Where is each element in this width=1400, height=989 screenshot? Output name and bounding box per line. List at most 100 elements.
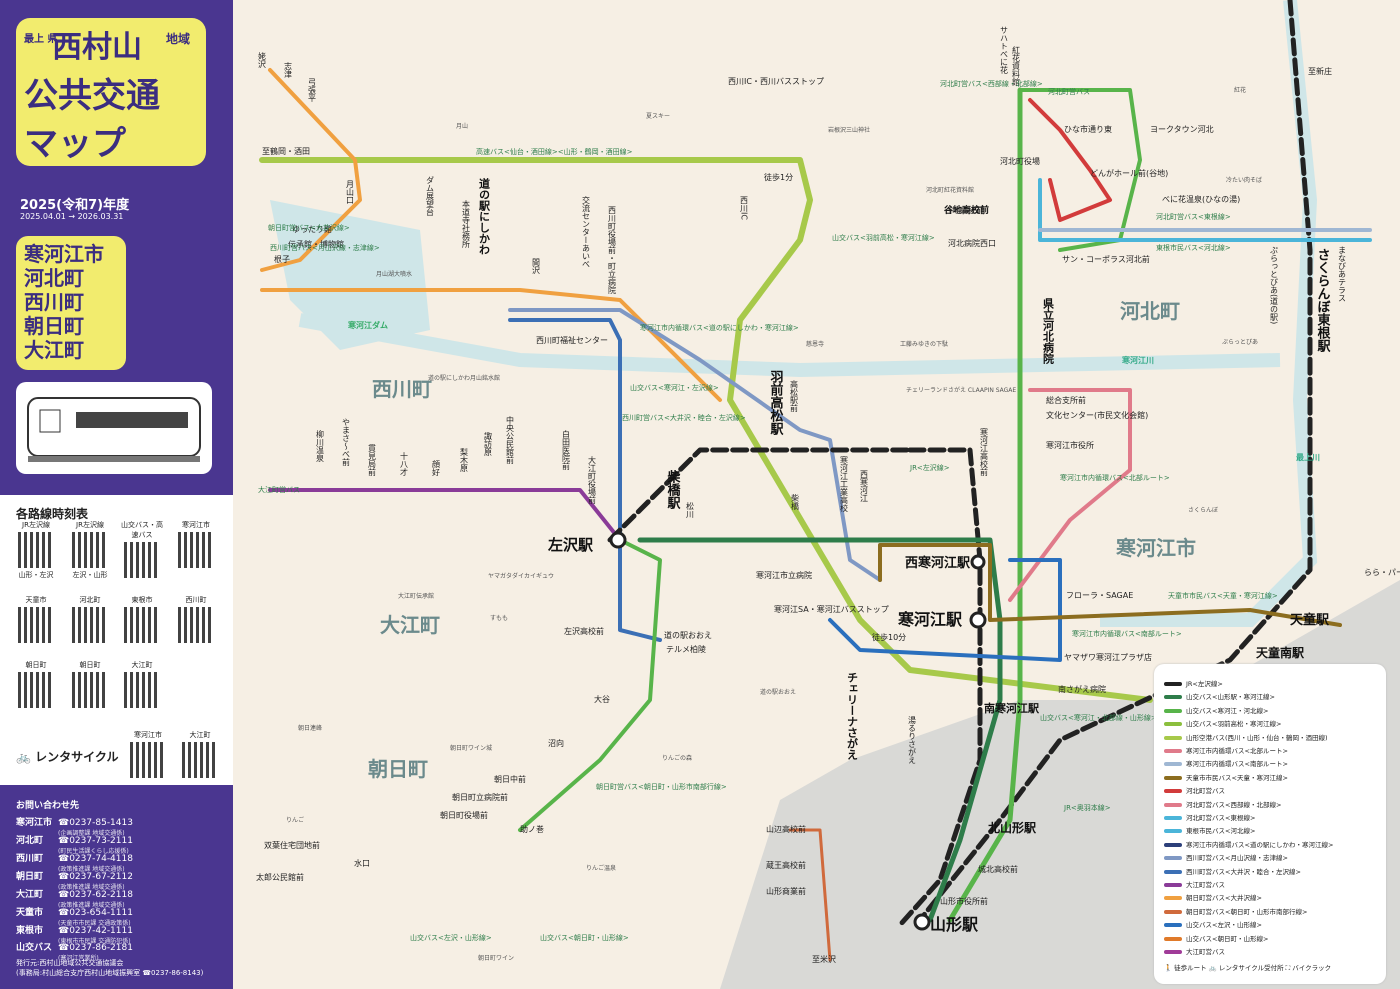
qr-jr-aterazawa-1[interactable]: JR左沢線山形・左沢	[12, 520, 60, 580]
legend-label: 朝日町営バス<大井沢線>	[1186, 894, 1262, 903]
contact-tel[interactable]: ☎0237-86-2181	[58, 943, 133, 953]
title-card: 最上 県 西村山 地域 公共交通 マップ	[16, 18, 206, 166]
qr-label: 大江町	[189, 731, 211, 739]
contact-row: 大江町☎0237-62-2118(政策推進課 地域交通係)	[16, 887, 133, 909]
station-tendo[interactable]: 天童駅	[1290, 612, 1330, 628]
landmark-label: 道の駅おおえ	[760, 688, 796, 696]
qr-rental-oe[interactable]: 大江町	[176, 730, 224, 780]
legend-swatch	[1164, 869, 1182, 874]
kahoku-loop-line	[1018, 88, 1142, 252]
landmark-label: 工藤みゆきの下駄	[900, 340, 948, 348]
bus-stop-label: 貫見局前	[368, 444, 377, 477]
contact-town: 天童市	[16, 908, 44, 918]
qr-tendo[interactable]: 天童市	[12, 595, 60, 645]
station-tendominami[interactable]: 天童南駅	[1256, 645, 1305, 660]
station-minamisagae[interactable]: 南寒河江駅	[984, 701, 1039, 715]
contact-tel[interactable]: ☎0237-62-2118	[58, 890, 133, 900]
route-label: 山交バス<左沢・山形線>	[410, 933, 492, 942]
qr-kahoku[interactable]: 河北町	[66, 595, 114, 645]
area-kahoku: 河北町	[1120, 299, 1180, 323]
contact-sub: (東根市市民課 交通防犯係)	[58, 938, 131, 945]
station-marker[interactable]	[970, 554, 986, 570]
major-stations[interactable]: 左沢駅 柴橋駅 羽前高松駅 西寒河江駅 寒河江駅 南寒河江駅 チェリーナさがえ …	[478, 177, 1332, 934]
title-prefix: 最上 県	[24, 34, 58, 45]
bus-stop-label: ひな市通り東	[1064, 124, 1112, 134]
legend-row: 山交バス<山形駅・寒河江線>	[1164, 691, 1275, 701]
stop-michinoeki[interactable]: 道の駅にしかわ	[478, 177, 492, 255]
contact-tel[interactable]: ☎0237-74-4118	[58, 854, 133, 864]
legend-row: 寒河江市内循環バス<南部ルート>	[1164, 758, 1288, 768]
qr-jr-aterazawa-2[interactable]: JR左沢線左沢・山形	[66, 520, 114, 580]
station-marker[interactable]	[969, 611, 987, 629]
qr-oe[interactable]: 大江町	[118, 660, 166, 710]
route-label: 河北町営バス<東根線>	[1156, 212, 1231, 221]
station-kitayamagata[interactable]: 北山形駅	[988, 820, 1037, 835]
qr-nishikawa[interactable]: 西川町	[172, 595, 220, 645]
contact-tel[interactable]: ☎023-654-1111	[58, 908, 133, 918]
qr-asahi-1[interactable]: 朝日町	[12, 660, 60, 710]
legend-row: 山交バス<朝日町・山形線>	[1164, 933, 1268, 943]
bus-stop-label: 大江町役場前	[588, 455, 597, 505]
legend-label: 西川町営バス<月山沢線・志津線>	[1186, 854, 1288, 863]
bus-stop-label: らら・パーク	[1364, 568, 1400, 577]
title-main: 西村山	[52, 30, 142, 65]
stop-tannichi[interactable]: 谷地高校前	[944, 204, 989, 216]
bus-stop-label: 水口	[354, 858, 370, 868]
contact-sub: (政策推進課 地域交通係)	[58, 866, 125, 873]
bus-stop-label: 寒河江高校前	[980, 427, 989, 477]
contact-town: 朝日町	[16, 872, 44, 882]
qr-label: 山交バス・高速バス	[121, 521, 163, 539]
sagae-river	[298, 313, 1281, 378]
landmark-label: りんご温泉	[586, 864, 616, 872]
yamako-sagae-yamagata-line	[637, 537, 1003, 923]
contact-sub: (政策推進課 地域交通係)	[58, 902, 125, 909]
station-sakuranbo[interactable]: さくらんぼ東根駅	[1315, 248, 1332, 353]
bus-stop-label: ヨークタウン河北	[1150, 124, 1214, 134]
qr-sagae[interactable]: 寒河江市	[172, 520, 220, 570]
station-cherryna[interactable]: チェリーナさがえ	[846, 672, 859, 760]
station-sagae[interactable]: 寒河江駅	[897, 610, 963, 629]
legend-label: 河北町営バス<西部線・北部線>	[1186, 800, 1282, 809]
route-label: 河北町営バス	[1048, 87, 1090, 96]
contact-tel[interactable]: ☎0237-85-1413	[58, 818, 133, 828]
bus-stop-label: 山形商業前	[766, 886, 806, 896]
landmark-label: ヤマガタダイカイギュウ	[488, 572, 554, 580]
station-shibahashi[interactable]: 柴橋駅	[665, 469, 682, 510]
station-hagurotakamatsu[interactable]: 羽前高松駅	[768, 370, 785, 436]
station-yamagata[interactable]: 山形駅	[930, 915, 979, 934]
bus-stop-label: 寒河江市立病院	[756, 570, 812, 580]
timetable-title: 各路線時刻表	[16, 507, 89, 521]
area-nishikawa: 西川町	[372, 377, 432, 401]
station-aterazawa[interactable]: 左沢駅	[547, 536, 594, 554]
landmark-label: すもも	[490, 615, 508, 622]
qr-asahi-2[interactable]: 朝日町	[66, 660, 114, 710]
town-kahoku: 河北町	[24, 266, 84, 290]
legend-footer-label: バイクラック	[1292, 964, 1332, 972]
legend-swatch	[1164, 909, 1182, 914]
contact-tel[interactable]: ☎0237-42-1111	[58, 926, 133, 936]
bus-stop-label: サハトべに花	[1000, 26, 1009, 75]
legend-row: 西川町営バス<大井沢・睦合・左沢線>	[1164, 866, 1301, 876]
legend-label: 寒河江市内循環バス<道の駅にしかわ・寒河江線>	[1186, 840, 1334, 849]
contact-tel[interactable]: ☎0237-73-2111	[58, 836, 133, 846]
train-illustration	[16, 382, 212, 474]
contact-row: 西川町☎0237-74-4118(政策推進課 地域交通係)	[16, 851, 133, 873]
stop-kahokuhosp[interactable]: 県立河北病院	[1042, 298, 1055, 365]
legend-footer-label: 徒歩ルート	[1174, 964, 1209, 972]
station-marker[interactable]	[913, 913, 931, 931]
landmark-labels: 月山夏スキー岩根沢三山神社月山湖大噴水道の駅にしかわ月山銘水館慈恩寺チェリーラン…	[286, 86, 1262, 962]
contact-tel[interactable]: ☎0237-67-2112	[58, 872, 133, 882]
station-nishisagae[interactable]: 西寒河江駅	[905, 555, 971, 571]
legend-row: 河北町営バス<東根線>	[1164, 812, 1255, 822]
station-marker[interactable]	[609, 531, 627, 549]
qr-higashine[interactable]: 東根市	[118, 595, 166, 645]
qr-yamako[interactable]: 山交バス・高速バス	[118, 520, 166, 580]
legend-label: 山交バス<山形駅・寒河江線>	[1186, 693, 1275, 702]
jr-aterazawa-line	[607, 447, 913, 543]
qr-rental-sagae[interactable]: 寒河江市	[124, 730, 172, 780]
legend-row: 大江町営バス	[1164, 946, 1225, 956]
bus-stop-label: 太郎公民館前	[256, 872, 304, 882]
contact-row: 山交バス☎0237-86-2181(寒河江営業所)	[16, 940, 133, 962]
legend-label: 東根市民バス<河北線>	[1186, 827, 1256, 836]
bus-stop-label: 至新庄	[1308, 66, 1332, 76]
